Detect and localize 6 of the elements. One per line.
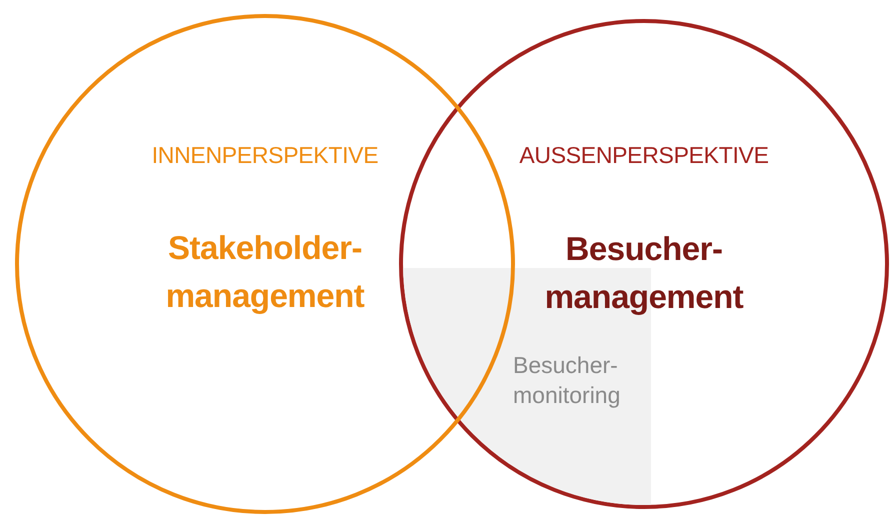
perspective-heading: AUSSENPERSPEKTIVE — [518, 142, 770, 169]
circle-title: Stakeholder- management — [164, 228, 366, 316]
circle — [399, 19, 889, 509]
perspective-heading: INNENPERSPEKTIVE — [150, 142, 380, 169]
circle-title: Besucher- management — [544, 229, 744, 317]
region-label: Besucher- monitoring — [513, 351, 622, 410]
